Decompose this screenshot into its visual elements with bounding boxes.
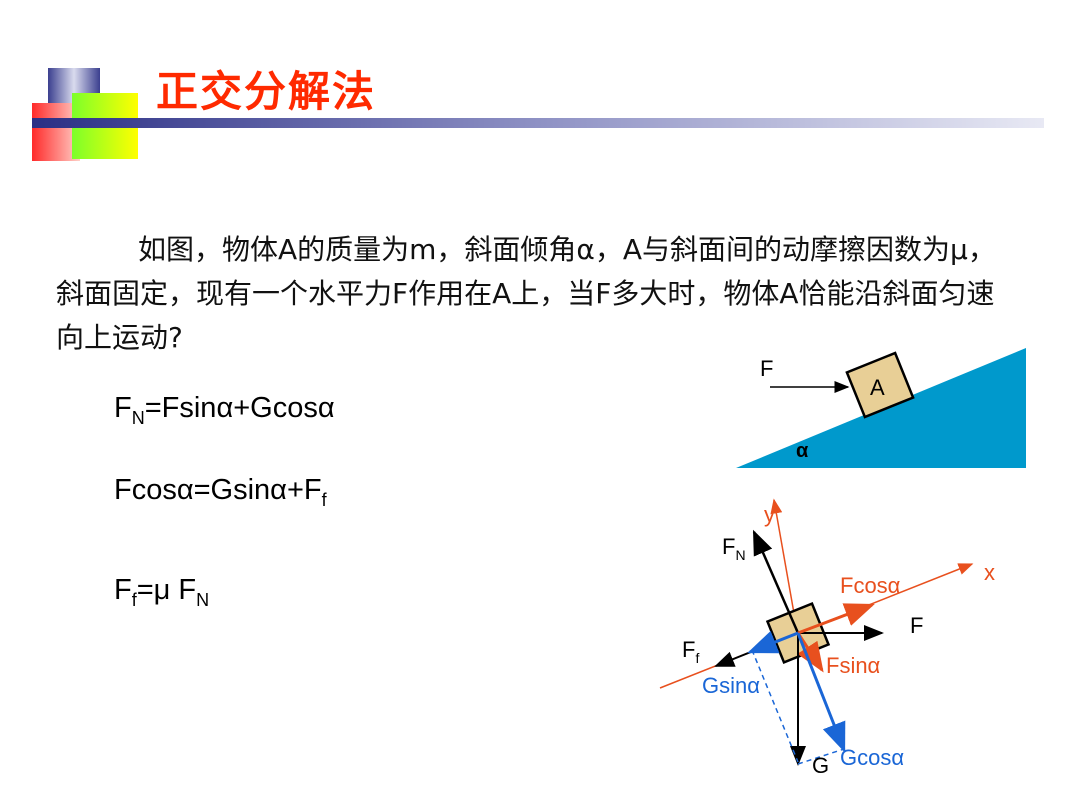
header-decoration [0,0,1080,170]
fsin-label: Fsinα [826,653,881,678]
equation-friction: Ff=μ FN [114,574,210,610]
block-a-label: A [870,375,885,400]
dashed-construction-1 [751,649,799,763]
force-diagram: y x FN Fcosα F Ff Fsinα Gsinα G Gcosα [659,498,995,778]
y-axis-label: y [764,502,775,527]
gravity-label: G [812,753,829,778]
equation-balance-x: Fcosα=Gsinα+Ff [114,474,327,510]
gcos-component-arrow [796,632,846,753]
gsin-label: Gsinα [702,673,760,698]
normal-force-label: FN [722,534,746,563]
gcos-label: Gcosα [840,745,904,770]
applied-force-label: F [760,356,773,381]
fcos-component-arrow [797,603,875,635]
dashed-construction-2 [797,748,845,765]
page-title: 正交分解法 [156,67,377,116]
friction-label: Ff [682,637,699,666]
deco-header-line [32,118,1044,128]
problem-text: 如图，物体A的质量为m，斜面倾角α，A与斜面间的动摩擦因数为μ，斜面固定，现有一… [56,233,996,354]
block-a [845,351,915,419]
x-axis-label: x [984,560,995,585]
horizontal-force-label: F [910,613,923,638]
fcos-label: Fcosα [840,573,901,598]
incline-diagram: A F α [736,348,1026,468]
normal-force-arrow [752,529,800,634]
gsin-component-arrow [747,630,799,654]
incline-angle-label: α [796,440,809,462]
equation-normal-force: FN=Fsinα+Gcosα [114,392,335,428]
